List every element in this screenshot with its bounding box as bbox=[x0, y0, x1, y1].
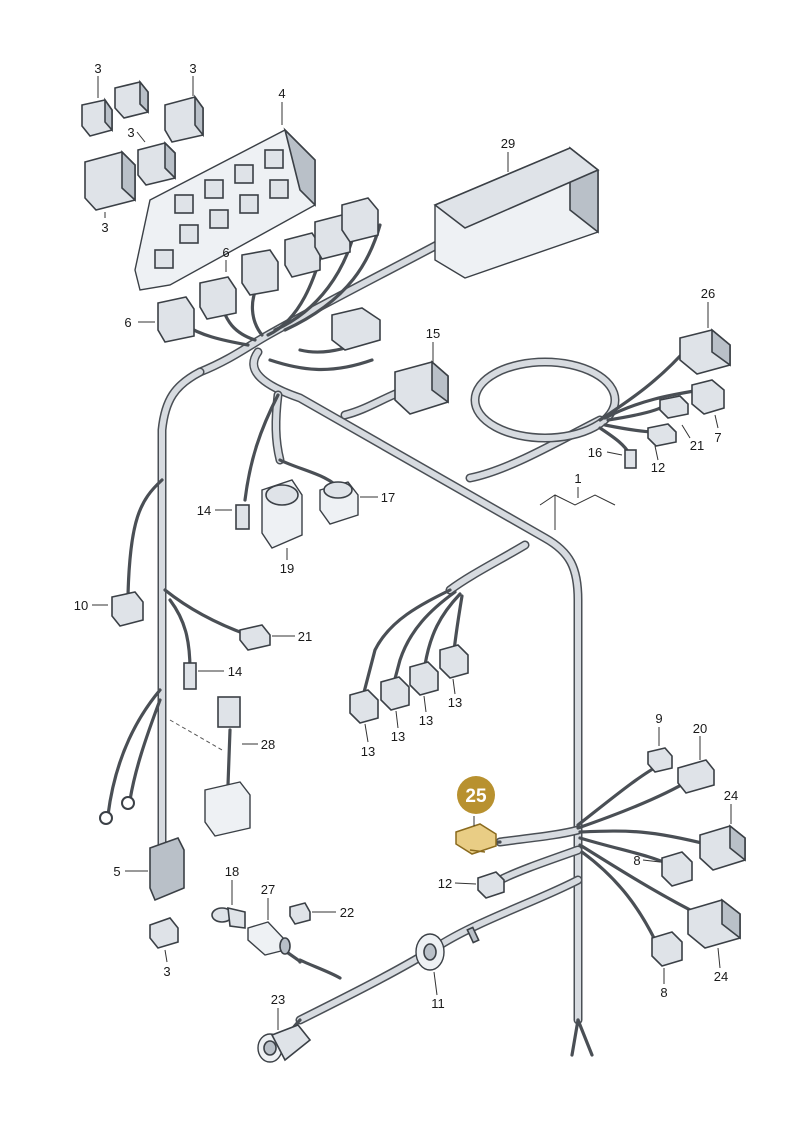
callout-12: 12 bbox=[651, 460, 665, 475]
sensor-27[interactable] bbox=[247, 921, 291, 956]
callout-29: 29 bbox=[501, 136, 515, 151]
callout-24: 24 bbox=[714, 969, 728, 984]
callout-13: 13 bbox=[448, 695, 462, 710]
connector-16[interactable] bbox=[624, 449, 637, 469]
connector-10[interactable] bbox=[111, 591, 144, 627]
connector-6-lower[interactable] bbox=[157, 276, 237, 343]
callout-17: 17 bbox=[381, 490, 395, 505]
connector-6-upper[interactable] bbox=[241, 197, 379, 296]
highlighted-part-25[interactable] bbox=[455, 823, 497, 855]
connector-13-b[interactable] bbox=[380, 676, 410, 711]
connector-8-upper[interactable] bbox=[661, 851, 693, 887]
main-harness bbox=[157, 233, 620, 1057]
relay-3-top-mid[interactable] bbox=[114, 79, 149, 119]
connector-21-upper[interactable] bbox=[659, 395, 689, 419]
callout-20: 20 bbox=[693, 721, 707, 736]
relay-3-top-right[interactable] bbox=[164, 94, 204, 143]
clip-22[interactable] bbox=[289, 902, 311, 925]
callout-21: 21 bbox=[298, 629, 312, 644]
callout-8: 8 bbox=[660, 985, 667, 1000]
relay-3-large[interactable] bbox=[84, 150, 136, 211]
grommet-11[interactable] bbox=[415, 933, 445, 971]
callout-12: 12 bbox=[438, 876, 452, 891]
connector-14-lower[interactable] bbox=[183, 662, 197, 690]
connector-15[interactable] bbox=[394, 360, 449, 415]
clip-3-bottom[interactable] bbox=[149, 917, 179, 949]
callout-16: 16 bbox=[588, 445, 602, 460]
callout-13: 13 bbox=[361, 744, 375, 759]
callout-26: 26 bbox=[701, 286, 715, 301]
connector-14-upper[interactable] bbox=[235, 504, 250, 530]
connector-19[interactable] bbox=[261, 479, 303, 549]
relay-carrier-4[interactable] bbox=[134, 127, 316, 291]
leader-lines bbox=[92, 76, 732, 1030]
callout-13: 13 bbox=[419, 713, 433, 728]
callout-22: 22 bbox=[340, 905, 354, 920]
control-unit-29[interactable] bbox=[433, 146, 600, 279]
callout-15: 15 bbox=[426, 326, 440, 341]
relay-3-top-left[interactable] bbox=[81, 97, 113, 137]
connector-13-c[interactable] bbox=[409, 661, 439, 696]
connector-12-upper[interactable] bbox=[647, 423, 677, 447]
ring-terminals bbox=[99, 796, 135, 825]
callout-5: 5 bbox=[113, 864, 120, 879]
highlight-badge-label: 25 bbox=[465, 786, 487, 807]
callout-3: 3 bbox=[127, 125, 134, 140]
callout-1: 1 bbox=[574, 471, 581, 486]
connector-17[interactable] bbox=[319, 481, 359, 525]
callout-3: 3 bbox=[163, 964, 170, 979]
bracket-5[interactable] bbox=[149, 837, 185, 902]
callout-7: 7 bbox=[714, 430, 721, 445]
branch-wires bbox=[106, 223, 712, 1052]
callout-21: 21 bbox=[690, 438, 704, 453]
connector-7[interactable] bbox=[691, 379, 725, 415]
callout-13: 13 bbox=[391, 729, 405, 744]
connector-24-lower[interactable] bbox=[687, 898, 741, 949]
callout-3: 3 bbox=[189, 61, 196, 76]
callout-8: 8 bbox=[633, 853, 640, 868]
connector-13-d[interactable] bbox=[439, 644, 469, 679]
highlight-badge-25[interactable]: 25 bbox=[457, 776, 495, 814]
cable-tie bbox=[466, 926, 480, 944]
connector-small-center[interactable] bbox=[331, 307, 381, 351]
connector-13-a[interactable] bbox=[349, 689, 379, 724]
callout-14: 14 bbox=[228, 664, 242, 679]
callout-3: 3 bbox=[101, 220, 108, 235]
connector-12-lower[interactable] bbox=[477, 871, 505, 899]
connector-8-lower[interactable] bbox=[651, 931, 683, 967]
callout-labels: 3 3 3 3 4 29 6 6 26 15 7 21 16 12 1 14 1… bbox=[74, 61, 738, 1011]
callout-18: 18 bbox=[225, 864, 239, 879]
callout-14: 14 bbox=[197, 503, 211, 518]
callout-23: 23 bbox=[271, 992, 285, 1007]
connector-26[interactable] bbox=[679, 328, 731, 375]
connector-20[interactable] bbox=[677, 759, 715, 794]
callout-6: 6 bbox=[124, 315, 131, 330]
connector-21-lower[interactable] bbox=[239, 624, 271, 651]
relay-3-middle[interactable] bbox=[137, 141, 176, 186]
connector-24-upper[interactable] bbox=[699, 824, 746, 871]
callout-3: 3 bbox=[94, 61, 101, 76]
callout-4: 4 bbox=[278, 86, 285, 101]
socket-23[interactable] bbox=[257, 1024, 312, 1063]
callout-28: 28 bbox=[261, 737, 275, 752]
callout-19: 19 bbox=[280, 561, 294, 576]
dashed-reference-line bbox=[169, 719, 223, 751]
callout-6: 6 bbox=[222, 245, 229, 260]
callout-9: 9 bbox=[655, 711, 662, 726]
callout-27: 27 bbox=[261, 882, 275, 897]
connector-9[interactable] bbox=[647, 747, 673, 773]
sensor-18[interactable] bbox=[211, 906, 246, 929]
callout-11: 11 bbox=[431, 996, 445, 1011]
callout-10: 10 bbox=[74, 598, 88, 613]
adapter-lead-28[interactable] bbox=[204, 696, 251, 837]
callout-24: 24 bbox=[724, 788, 738, 803]
